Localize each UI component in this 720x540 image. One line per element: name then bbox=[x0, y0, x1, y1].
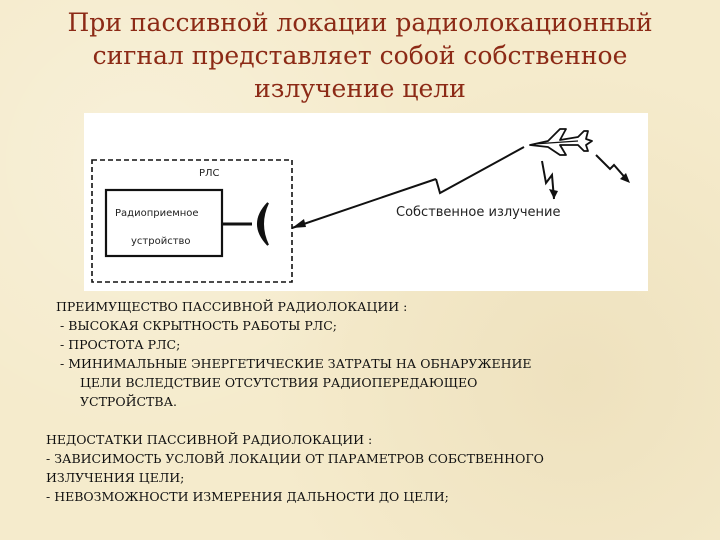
receiver-label-line-2: устройство bbox=[131, 236, 191, 247]
disadvantage-item-2: - НЕВОЗМОЖНОСТИ ИЗМЕРЕНИЯ ДАЛЬНОСТИ ДО Ц… bbox=[46, 489, 449, 504]
title-line-3: излучение цели bbox=[254, 74, 466, 103]
aircraft-icon bbox=[529, 128, 593, 156]
disadvantages-section: НЕДОСТАТКИ ПАССИВНОЙ РАДИОЛОКАЦИИ : - ЗА… bbox=[46, 430, 544, 506]
advantage-item-1: - ВЫСОКАЯ СКРЫТНОСТЬ РАБОТЫ РЛС; bbox=[60, 318, 337, 333]
rls-enclosure bbox=[91, 159, 293, 283]
emission-ray bbox=[291, 178, 437, 229]
emission-zigzag bbox=[435, 146, 525, 195]
rear-lightning bbox=[595, 154, 629, 182]
title-line-2: сигнал представляет собой собственное bbox=[92, 41, 628, 70]
advantages-heading: ПРЕИМУЩЕСТВО ПАССИВНОЙ РАДИОЛОКАЦИИ : bbox=[56, 299, 408, 314]
antenna-icon bbox=[257, 202, 269, 246]
emission-arrowhead bbox=[292, 219, 306, 228]
advantage-item-3-line-2: ЦЕЛИ ВСЛЕДСТВИЕ ОТСУТСТВИЯ РАДИОПЕРЕДАЮЩ… bbox=[80, 375, 478, 390]
rear-lightning-head bbox=[620, 173, 630, 183]
advantage-item-2: - ПРОСТОТА РЛС; bbox=[60, 337, 181, 352]
disadvantages-heading: НЕДОСТАТКИ ПАССИВНОЙ РАДИОЛОКАЦИИ : bbox=[46, 432, 373, 447]
disadvantage-item-1-line-1: - ЗАВИСИМОСТЬ УСЛОВЙ ЛОКАЦИИ ОТ ПАРАМЕТР… bbox=[46, 451, 544, 466]
receiver-label-line-1: Радиоприемное bbox=[115, 208, 199, 219]
downward-lightning bbox=[541, 160, 555, 200]
downward-lightning-head bbox=[549, 189, 558, 199]
diagram-drawing bbox=[91, 128, 630, 283]
advantages-section: ПРЕИМУЩЕСТВО ПАССИВНОЙ РАДИОЛОКАЦИИ : - … bbox=[56, 297, 532, 411]
rls-label: РЛС bbox=[199, 168, 220, 179]
emission-label: Собственное излучение bbox=[396, 205, 561, 220]
advantage-item-3-line-1: - МИНИМАЛЬНЫЕ ЭНЕРГЕТИЧЕСКИЕ ЗАТРАТЫ НА … bbox=[60, 356, 532, 371]
title-line-1: При пассивной локации радиолокационный bbox=[67, 8, 653, 37]
advantage-item-3-line-3: УСТРОЙСТВА. bbox=[80, 394, 178, 409]
passive-radar-diagram: РЛС Радиоприемное устройство Собственное… bbox=[84, 113, 648, 291]
slide-title: При пассивной локации радиолокационный с… bbox=[0, 6, 720, 105]
disadvantage-item-1-line-2: ИЗЛУЧЕНИЯ ЦЕЛИ; bbox=[46, 470, 185, 485]
